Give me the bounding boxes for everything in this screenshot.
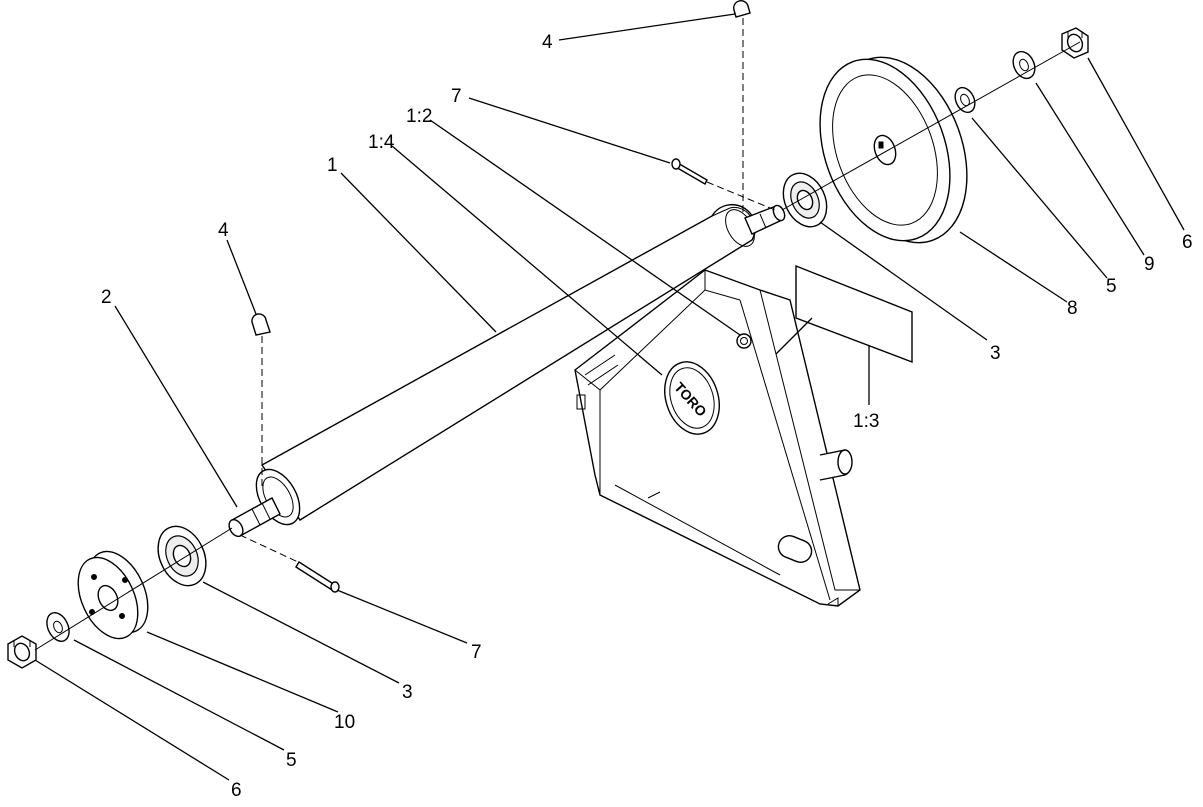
callout-labels: 4 7 1:2 1:4 1 4 2 1:3 3 8 5 9 6 7 3 10 5…	[101, 32, 1193, 801]
right-castle-nut	[1061, 27, 1089, 59]
callout-2: 2	[101, 287, 112, 308]
hub	[77, 550, 149, 640]
leader-lines	[34, 13, 1185, 781]
callout-5-right: 5	[1106, 276, 1117, 297]
callout-7-bottom: 7	[471, 642, 482, 663]
left-key	[251, 313, 271, 336]
callout-5-left: 5	[286, 750, 297, 771]
callout-1-2: 1:2	[406, 106, 432, 127]
callout-6-left: 6	[231, 780, 242, 801]
right-washer-9	[1012, 50, 1036, 80]
callout-6-right: 6	[1182, 232, 1193, 253]
instruction-decal	[795, 264, 913, 364]
left-castle-nut	[7, 635, 37, 669]
pulley	[819, 56, 968, 244]
top-key	[733, 0, 751, 18]
callout-1-3: 1:3	[853, 411, 879, 432]
logo-decal: TORO	[664, 361, 720, 435]
left-bearing	[157, 525, 207, 587]
callout-3-left: 3	[402, 682, 413, 703]
left-cotter-pin	[295, 561, 340, 593]
callout-8: 8	[1067, 298, 1078, 319]
right-bearing	[782, 172, 828, 228]
left-washer	[46, 612, 70, 642]
callout-3-right: 3	[990, 343, 1001, 364]
callout-10: 10	[334, 712, 355, 733]
right-shaft	[744, 204, 786, 235]
callout-4-left: 4	[218, 220, 229, 241]
callout-1: 1	[327, 155, 338, 176]
callout-7-top: 7	[451, 86, 462, 107]
callout-4-top: 4	[542, 32, 553, 53]
right-cotter-pin	[671, 158, 708, 185]
callout-1-4: 1:4	[368, 132, 395, 153]
callout-9: 9	[1144, 254, 1155, 275]
mount-bracket	[574, 269, 861, 607]
right-washer-5	[954, 86, 976, 114]
left-shaft	[228, 497, 281, 538]
